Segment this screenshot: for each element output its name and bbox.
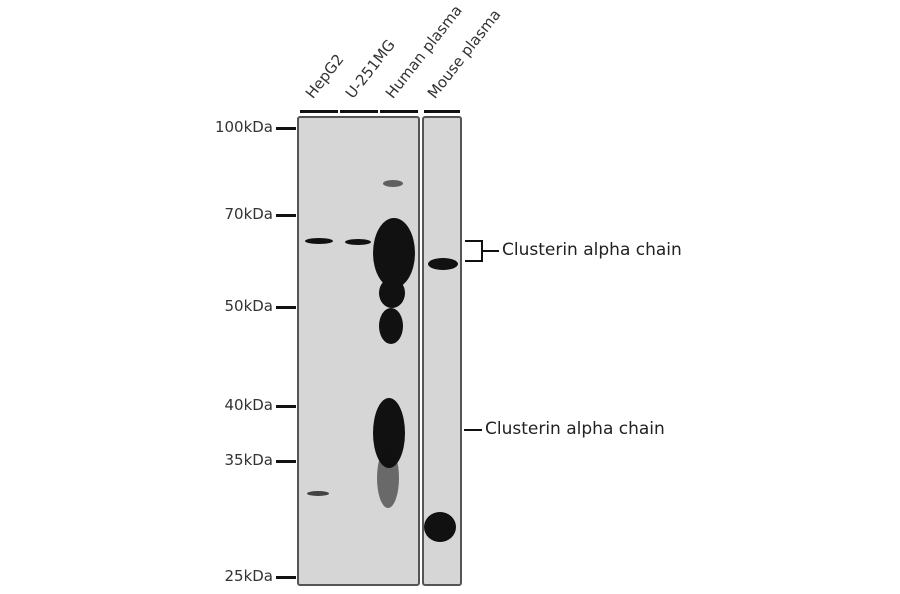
marker-tick-70 xyxy=(276,214,296,217)
marker-40kda: 40kDa xyxy=(224,396,273,414)
marker-50kda: 50kDa xyxy=(224,297,273,315)
band-human-blob-main xyxy=(373,218,415,288)
marker-tick-40 xyxy=(276,405,296,408)
marker-25kda: 25kDa xyxy=(224,567,273,585)
band-mouse-main xyxy=(428,258,458,270)
lane-bar-mouse-plasma xyxy=(424,110,460,113)
blot-panel-mouse xyxy=(422,116,462,586)
marker-70kda: 70kDa xyxy=(224,205,273,223)
annotation-bracket xyxy=(465,240,483,262)
annotation-bracket-line xyxy=(483,250,499,252)
band-mouse-low xyxy=(424,512,456,542)
annotation-line xyxy=(464,429,482,431)
annotation-label-upper: Clusterin alpha chain xyxy=(502,240,682,260)
marker-tick-100 xyxy=(276,127,296,130)
marker-35kda: 35kDa xyxy=(224,451,273,469)
annotation-label-lower: Clusterin alpha chain xyxy=(485,419,665,439)
band-hepg2-low xyxy=(307,491,329,496)
band-hepg2-main xyxy=(305,238,333,244)
marker-tick-35 xyxy=(276,460,296,463)
lane-bar-u251mg xyxy=(340,110,378,113)
lane-bar-hepg2 xyxy=(300,110,338,113)
marker-100kda: 100kDa xyxy=(214,118,273,136)
band-human-50 xyxy=(379,308,403,344)
marker-tick-50 xyxy=(276,306,296,309)
band-human-smear xyxy=(377,448,399,508)
marker-tick-25 xyxy=(276,576,296,579)
blot-panel-main xyxy=(297,116,420,586)
band-human-mid xyxy=(379,278,405,308)
band-human-faint-top xyxy=(383,180,403,187)
band-u251mg-main xyxy=(345,239,371,245)
lane-label-hepg2: HepG2 xyxy=(301,50,348,102)
lane-bar-human-plasma xyxy=(380,110,418,113)
